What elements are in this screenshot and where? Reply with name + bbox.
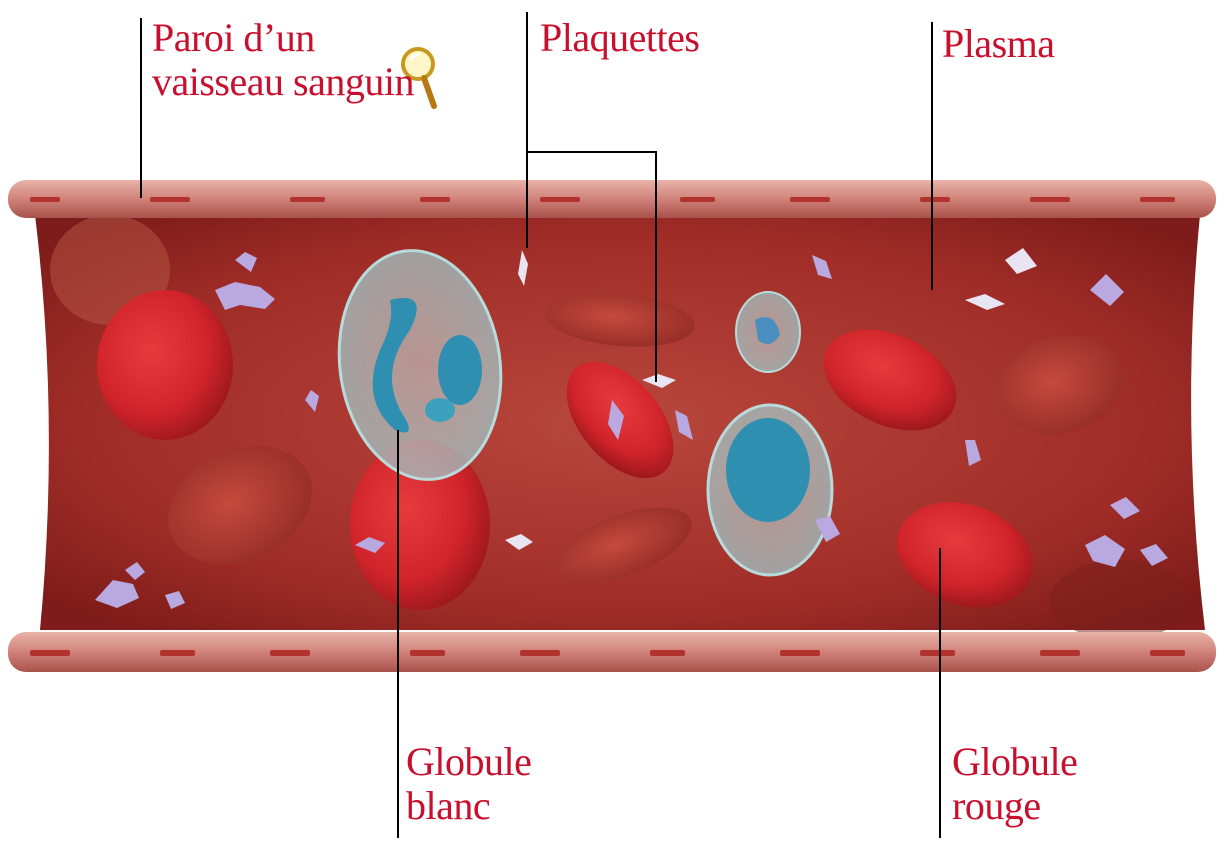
label-red-blood-cell-line-1: Globule (952, 740, 1077, 784)
label-plasma-text: Plasma (942, 22, 1055, 66)
label-red-blood-cell-line-2: rouge (952, 784, 1077, 828)
vessel-wall-bottom (8, 632, 1216, 672)
label-vessel-wall-line-2: vaisseau sanguin (152, 60, 414, 104)
label-platelets: Plaquettes (540, 16, 699, 60)
label-red-blood-cell: Globule rouge (952, 740, 1077, 828)
label-vessel-wall-line-1: Paroi d’un (152, 16, 414, 60)
label-plasma: Plasma (942, 22, 1055, 66)
white-blood-cell-nucleus (726, 418, 810, 522)
vessel-wall-top (8, 180, 1216, 218)
red-blood-cell (97, 290, 233, 440)
label-vessel-wall: Paroi d’un vaisseau sanguin (152, 16, 414, 104)
label-platelets-text: Plaquettes (540, 16, 699, 60)
label-white-blood-cell: Globule blanc (406, 740, 531, 828)
label-white-blood-cell-line-1: Globule (406, 740, 531, 784)
label-white-blood-cell-line-2: blanc (406, 784, 531, 828)
